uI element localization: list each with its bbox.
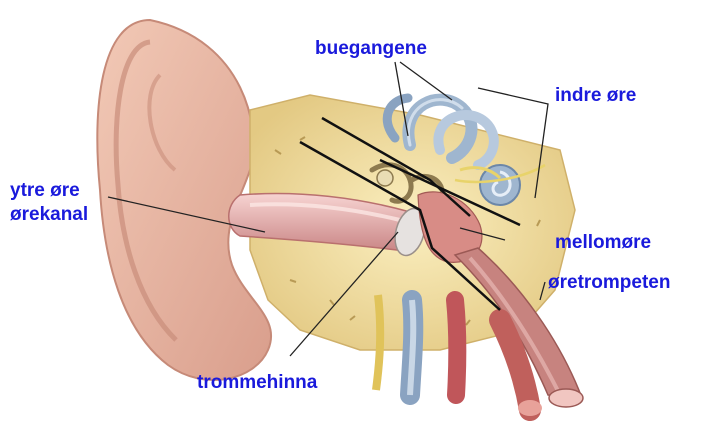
label-eardrum: trommehinna [197,372,317,394]
label-outer-ear: ytre øre [10,180,80,202]
label-ear-canal: ørekanal [10,204,88,226]
label-semicircular-canals: buegangene [315,38,427,60]
label-inner-ear: indre øre [555,85,636,107]
label-middle-ear: mellomøre [555,232,651,254]
label-eustachian-tube: øretrompeten [548,272,670,294]
